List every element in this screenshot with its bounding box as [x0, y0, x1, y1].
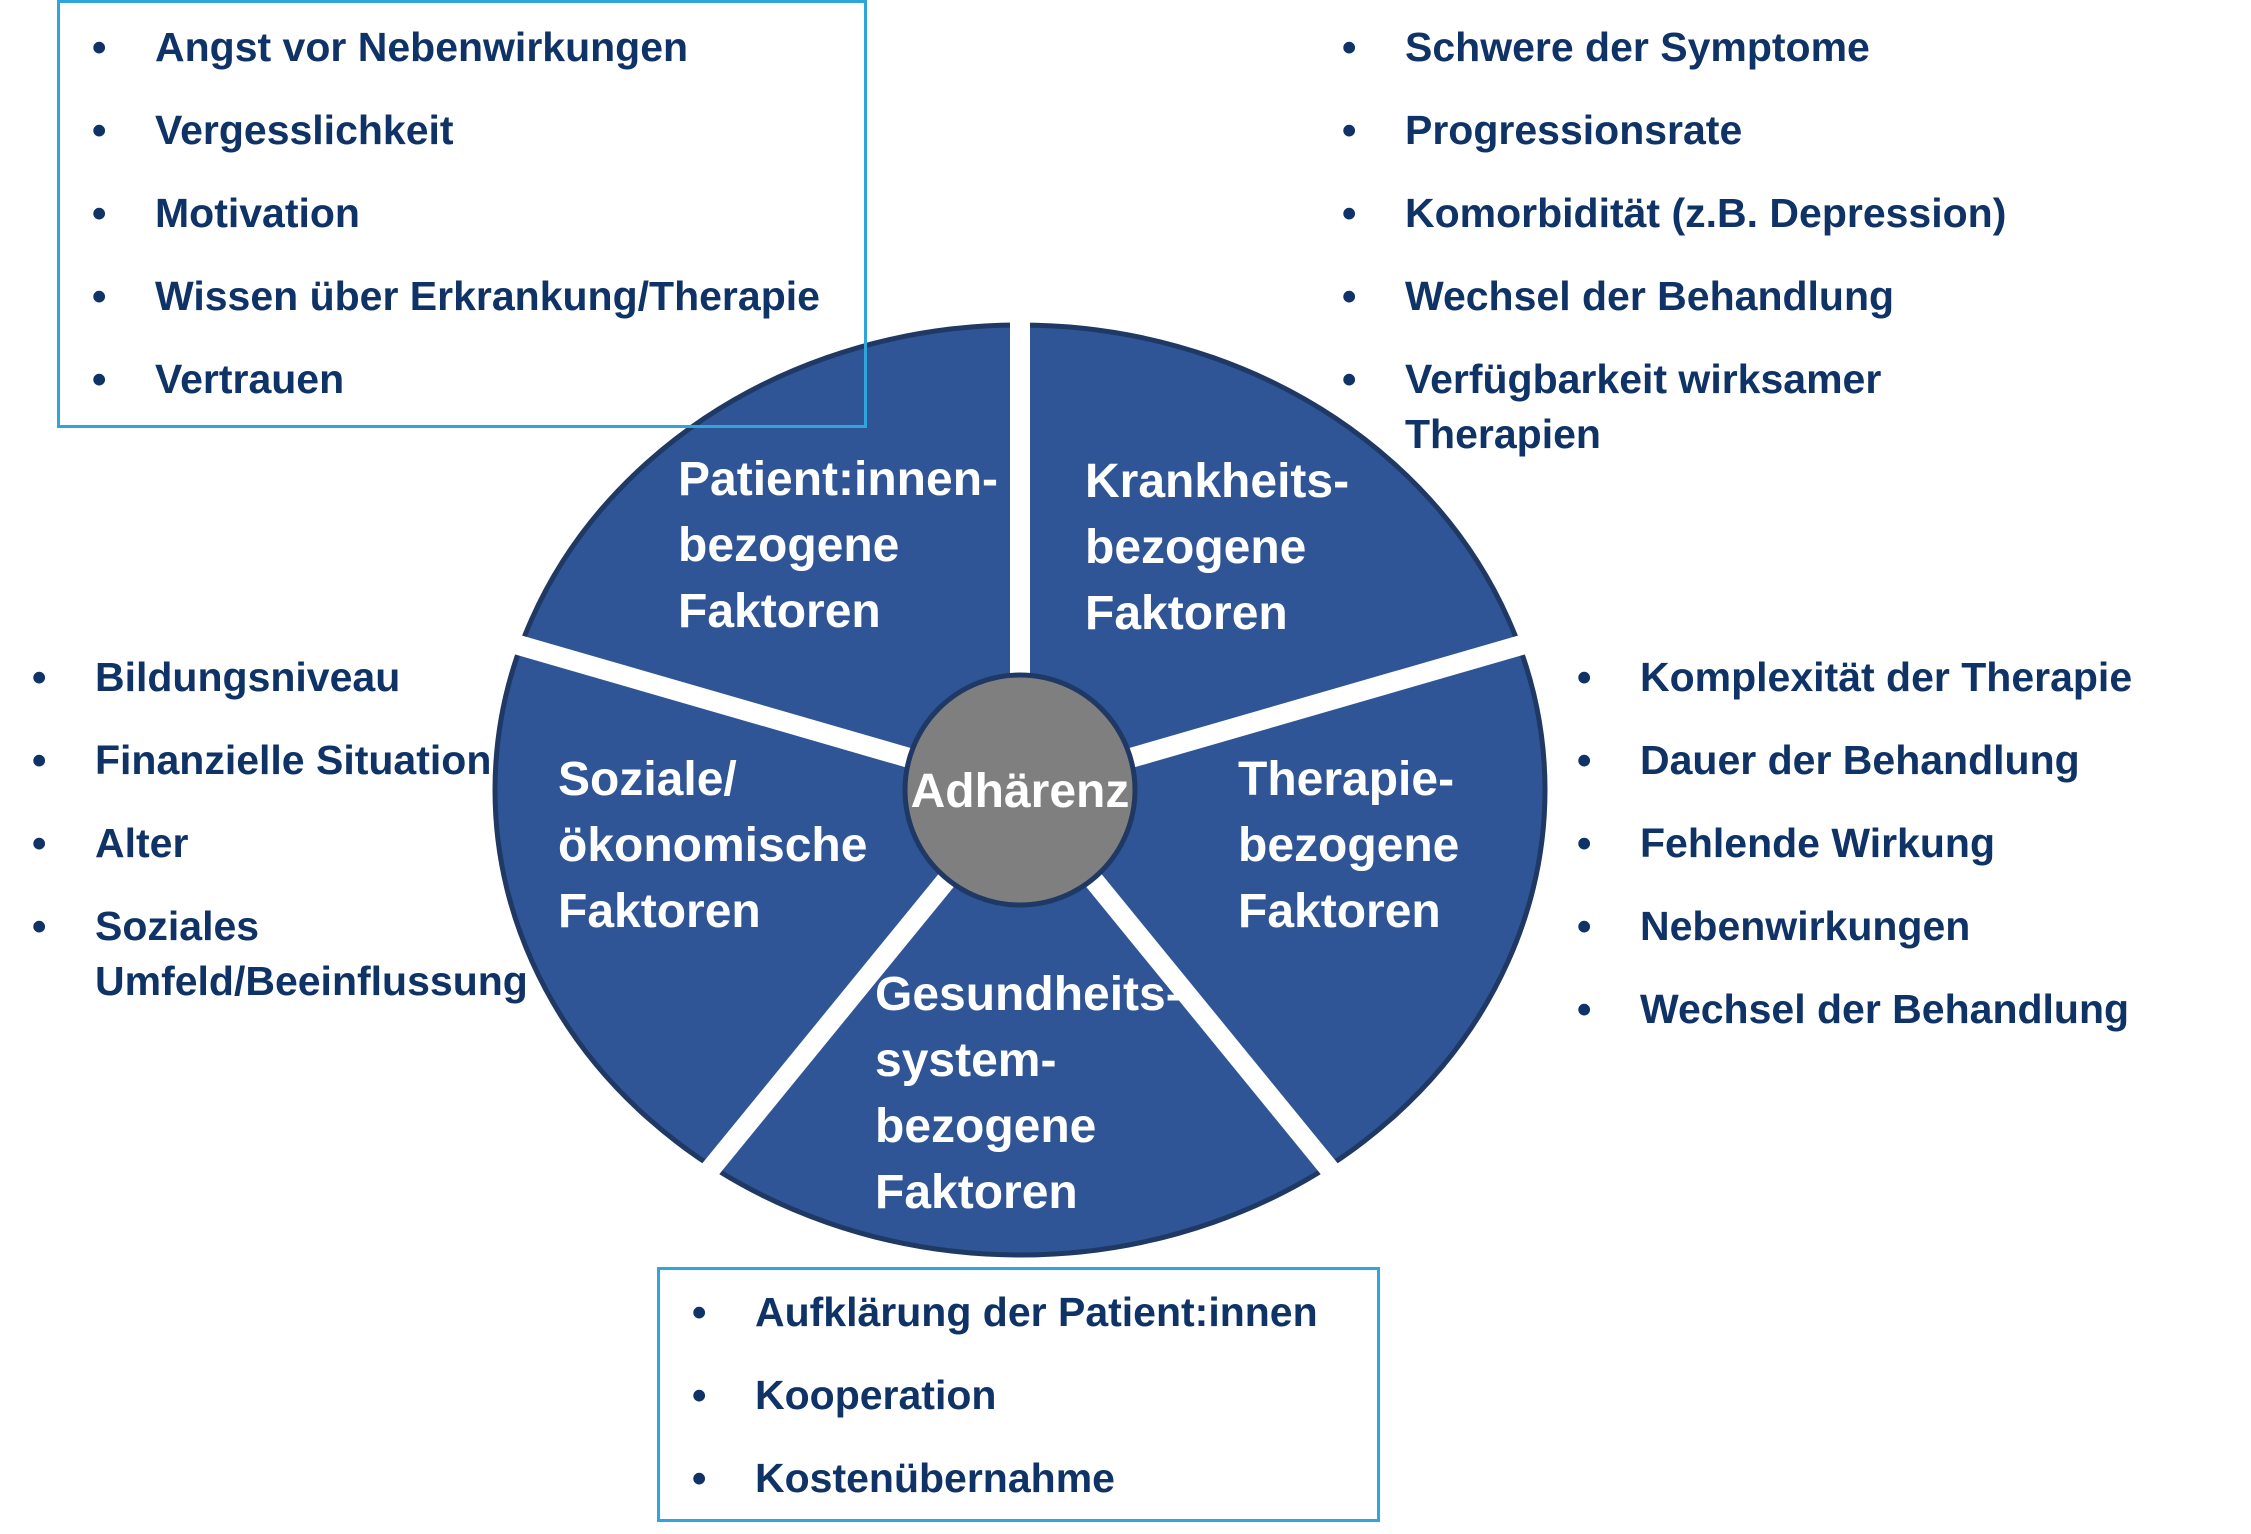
- list-item: •Angst vor Nebenwirkungen: [92, 24, 689, 70]
- segment-label-social: Soziale/ ökonomische Faktoren: [558, 753, 881, 938]
- segment-label-healthsystem: Gesundheits- system- bezogene Faktoren: [875, 968, 1195, 1219]
- list-item: •Alter: [32, 820, 189, 866]
- list-item: •Progressionsrate: [1342, 107, 1743, 153]
- list-item: •Wechsel der Behandlung: [1577, 986, 2130, 1032]
- segment-label-disease: Krankheits- bezogene Faktoren: [1085, 455, 1362, 640]
- list-item: •Soziales Umfeld/Beeinflussung: [32, 903, 528, 1004]
- patient-factors-list: •Angst vor Nebenwirkungen •Vergesslichke…: [60, 20, 820, 435]
- list-item: •Dauer der Behandlung: [1577, 737, 2080, 783]
- healthsystem-factors-list: •Aufklärung der Patient:innen •Kooperati…: [660, 1285, 1318, 1534]
- center-circle: [902, 672, 1138, 908]
- list-item: •Aufklärung der Patient:innen: [692, 1289, 1318, 1335]
- list-item: •Nebenwirkungen: [1577, 903, 1971, 949]
- list-item: •Fehlende Wirkung: [1577, 820, 1995, 866]
- list-item: •Wissen über Erkrankung/Therapie: [92, 273, 820, 319]
- list-item: •Finanzielle Situation: [32, 737, 492, 783]
- list-item: •Schwere der Symptome: [1342, 24, 1870, 70]
- list-item: •Bildungsniveau: [32, 654, 401, 700]
- segment-label-therapy: Therapie- bezogene Faktoren: [1238, 753, 1473, 938]
- list-item: •Komplexität der Therapie: [1577, 654, 2133, 700]
- list-item: •Vertrauen: [92, 356, 345, 402]
- center-label: Adhärenz: [911, 765, 1130, 818]
- patient-factors-box: [57, 0, 867, 428]
- list-item: •Kooperation: [692, 1372, 997, 1418]
- list-item: •Motivation: [92, 190, 360, 236]
- list-item: •Kostenübernahme: [692, 1455, 1115, 1501]
- therapy-factors-list: •Komplexität der Therapie •Dauer der Beh…: [1545, 650, 2235, 1065]
- list-item: •Verfügbarkeit wirksamer Therapien: [1342, 356, 1882, 457]
- disease-factors-list: •Schwere der Symptome •Progressionsrate …: [1310, 20, 2090, 490]
- list-item: •Komorbidität (z.B. Depression): [1342, 190, 2007, 236]
- healthsystem-factors-box: [657, 1267, 1380, 1522]
- social-factors-list: •Bildungsniveau •Finanzielle Situation •…: [0, 650, 560, 1037]
- segment-label-patient: Patient:innen- bezogene Faktoren: [678, 453, 1011, 638]
- list-item: •Vergesslichkeit: [92, 107, 454, 153]
- list-item: •Wechsel der Behandlung: [1342, 273, 1895, 319]
